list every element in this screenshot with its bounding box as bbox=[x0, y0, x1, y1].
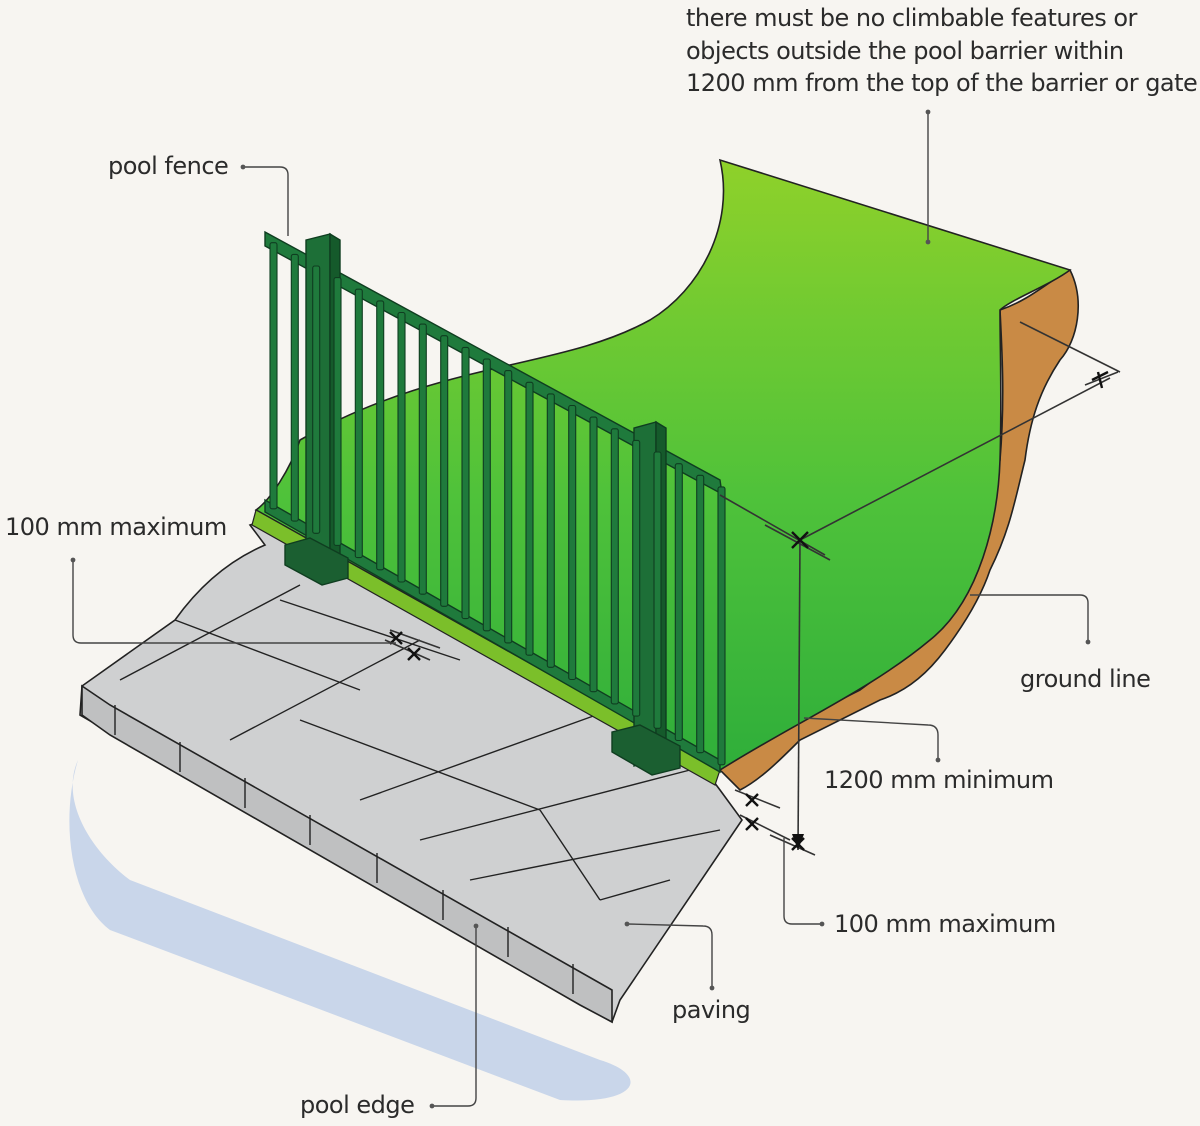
dim-1200-vertical bbox=[797, 539, 801, 851]
pool-edge-blocks bbox=[81, 684, 613, 1024]
pool-edge-joints bbox=[114, 705, 574, 994]
fence-baluster bbox=[696, 474, 705, 754]
fence-baluster bbox=[333, 277, 342, 546]
paving-joints bbox=[119, 584, 721, 901]
fence-baluster bbox=[397, 311, 406, 583]
pool-edge-label: pool edge bbox=[300, 1091, 415, 1119]
arrow-head-1200 bbox=[792, 834, 804, 850]
fence-baluster bbox=[440, 335, 449, 607]
dim-gap-right bbox=[734, 789, 816, 856]
gap-left-label: 100 mm maximum bbox=[5, 513, 227, 541]
dimension-lines bbox=[384, 321, 1121, 856]
fence-baluster bbox=[717, 486, 726, 766]
fence-baluster bbox=[290, 253, 299, 522]
fence-baluster bbox=[504, 370, 513, 644]
leader-dots bbox=[70, 109, 1091, 1109]
leader-paving bbox=[626, 923, 713, 988]
gap-right-label: 100 mm maximum bbox=[834, 910, 1056, 938]
fence-baluster bbox=[482, 358, 491, 632]
fence-baluster bbox=[568, 404, 577, 681]
fence-baluster bbox=[589, 416, 598, 693]
fence-baluster bbox=[269, 242, 278, 510]
fence-foot-right bbox=[611, 724, 681, 776]
height-minimum-label: 1200 mm minimum bbox=[824, 766, 1054, 794]
paving-surface bbox=[79, 519, 743, 1024]
pool-water bbox=[69, 760, 631, 1101]
fence-baluster bbox=[461, 346, 470, 620]
pool-fence-label: pool fence bbox=[108, 152, 229, 180]
fence-baluster bbox=[632, 439, 641, 717]
leader-gap-left bbox=[72, 560, 396, 644]
leader-gap-right bbox=[783, 838, 822, 925]
paving-label: paving bbox=[672, 996, 751, 1024]
fence-baluster bbox=[376, 300, 385, 571]
leader-lines bbox=[72, 112, 1089, 1107]
fence-baluster bbox=[418, 323, 427, 595]
fence-baluster bbox=[546, 393, 555, 668]
note-line-3: 1200 mm from the top of the barrier or g… bbox=[686, 69, 1198, 97]
fence-baluster bbox=[674, 463, 683, 742]
fence-balusters bbox=[269, 242, 726, 766]
fence-baluster bbox=[312, 265, 321, 534]
dim-top-ext bbox=[719, 321, 1121, 561]
note-line-2: objects outside the pool barrier within bbox=[686, 36, 1124, 65]
dim-1200-horizontal bbox=[799, 377, 1111, 541]
note-line-1: there must be no climbable features or bbox=[686, 4, 1137, 32]
leader-ground-line bbox=[970, 594, 1089, 642]
leader-1200 bbox=[803, 717, 939, 760]
ground-line-label: ground line bbox=[1020, 665, 1151, 693]
fence-baluster bbox=[525, 381, 534, 656]
fence-foot-left bbox=[284, 537, 349, 586]
leader-pool-fence bbox=[243, 166, 289, 236]
fence-baluster bbox=[354, 288, 363, 559]
fence-baluster bbox=[653, 451, 662, 729]
leader-pool-edge bbox=[432, 926, 477, 1107]
fence-baluster bbox=[610, 428, 619, 705]
climbable-features-note: there must be no climbable features or o… bbox=[686, 2, 1198, 100]
